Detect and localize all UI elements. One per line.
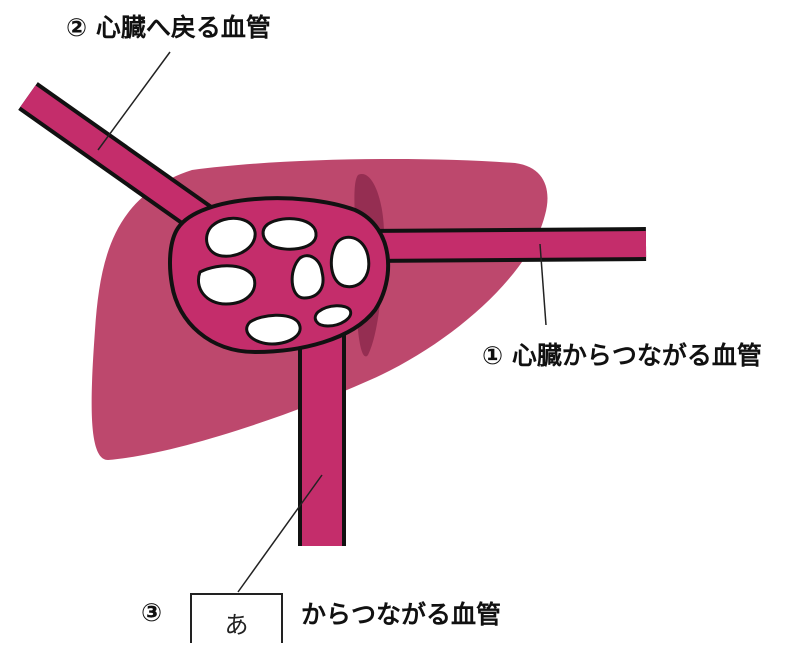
answer-blank-label: あ (225, 605, 249, 640)
cell-hole (292, 256, 323, 298)
label-vessel-to-heart: ② 心臓へ戻る血管 (66, 15, 271, 40)
vessel-to-heart-fill (28, 96, 215, 228)
cell-hole (331, 237, 368, 286)
leader-line-2 (98, 52, 170, 150)
cell-hole (263, 219, 316, 250)
label-vessel-three-suffix: からつながる血管 (301, 602, 501, 627)
cell-hole (198, 266, 254, 304)
label-vessel-from-heart: ① 心臓からつながる血管 (482, 343, 762, 368)
label-vessel-three-number: ③ (141, 600, 162, 625)
cell-hole (247, 315, 300, 344)
vessel-from-heart-fill (360, 244, 646, 246)
answer-blank-box[interactable]: あ (190, 593, 283, 643)
